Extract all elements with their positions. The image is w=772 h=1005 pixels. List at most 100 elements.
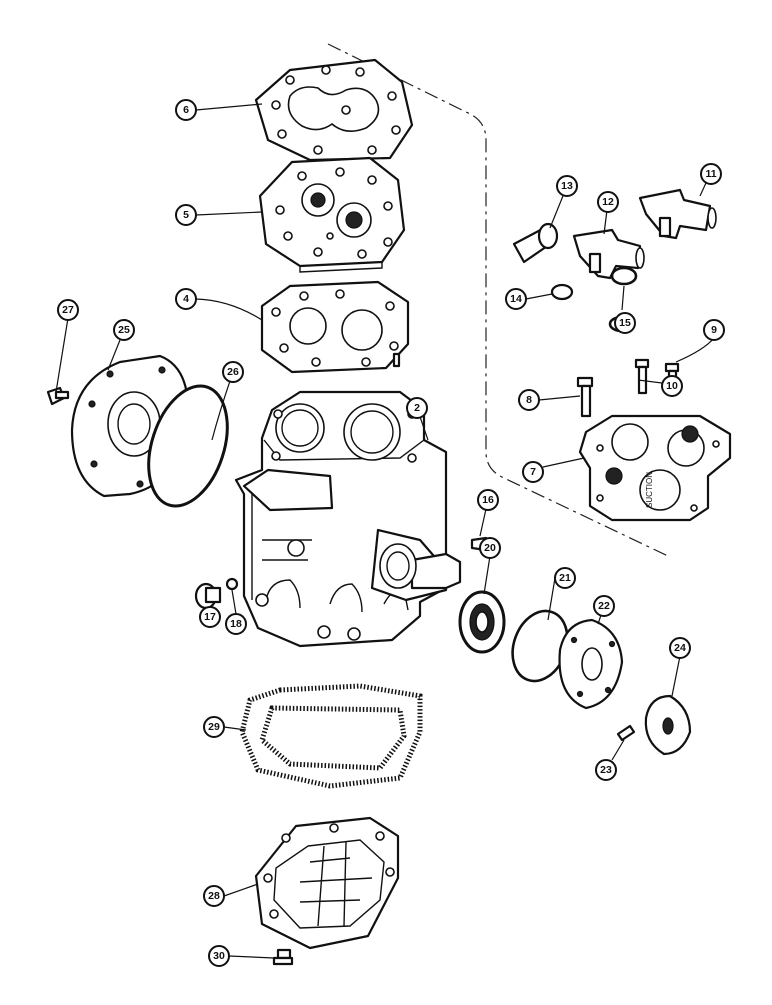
part-23-screw	[616, 724, 636, 742]
callout-12: 12	[597, 191, 619, 213]
part-13-fitting	[512, 222, 559, 264]
callout-number-15: 15	[619, 317, 631, 329]
callout-circle-26	[222, 361, 244, 383]
part-8-bolt	[576, 376, 594, 418]
callout-circle-20	[479, 537, 501, 559]
callout-18: 18	[225, 613, 247, 635]
part-27-screw	[46, 386, 70, 406]
callout-number-16: 16	[482, 494, 494, 506]
callout-circle-9	[703, 319, 725, 341]
callout-circle-11	[700, 163, 722, 185]
callout-number-24: 24	[674, 642, 686, 654]
callout-circle-10	[661, 375, 683, 397]
callout-number-25: 25	[118, 324, 130, 336]
callout-number-2: 2	[414, 402, 420, 414]
part-11-fitting	[638, 188, 717, 240]
callout-number-18: 18	[230, 618, 242, 630]
callout-30: 30	[208, 945, 230, 967]
callout-number-30: 30	[213, 950, 225, 962]
callout-circle-21	[554, 567, 576, 589]
callout-16: 16	[477, 489, 499, 511]
callout-21: 21	[554, 567, 576, 589]
callout-22: 22	[593, 595, 615, 617]
part-18-o-ring	[225, 577, 239, 591]
callout-5: 5	[175, 204, 197, 226]
group-boundary-line	[327, 43, 669, 557]
part-6-gasket	[254, 58, 414, 162]
callout-number-13: 13	[561, 180, 573, 192]
part-24-dust-cover	[644, 694, 692, 756]
callout-circle-27	[57, 299, 79, 321]
part-22-seal-plate	[558, 618, 624, 710]
callout-number-27: 27	[62, 304, 74, 316]
callout-26: 26	[222, 361, 244, 383]
callout-number-17: 17	[204, 611, 216, 623]
callout-circle-17	[199, 606, 221, 628]
callout-17: 17	[199, 606, 221, 628]
part-10-bolt	[634, 358, 650, 395]
callout-circle-4	[175, 288, 197, 310]
callout-number-28: 28	[208, 890, 220, 902]
callout-circle-2	[406, 397, 428, 419]
callout-4: 4	[175, 288, 197, 310]
callout-10: 10	[661, 375, 683, 397]
callout-29: 29	[203, 716, 225, 738]
callout-number-14: 14	[510, 293, 522, 305]
callout-number-7: 7	[530, 466, 536, 478]
part-30-bolt	[272, 948, 294, 966]
callout-number-23: 23	[600, 764, 612, 776]
callout-circle-13	[556, 175, 578, 197]
callout-number-6: 6	[183, 104, 189, 116]
callout-6: 6	[175, 99, 197, 121]
callout-20: 20	[479, 537, 501, 559]
part-20-shaft-seal	[458, 590, 506, 654]
callout-8: 8	[518, 389, 540, 411]
callout-circle-5	[175, 204, 197, 226]
callout-23: 23	[595, 759, 617, 781]
callout-24: 24	[669, 637, 691, 659]
callout-circle-14	[505, 288, 527, 310]
callout-number-11: 11	[705, 168, 716, 180]
part-4-gasket	[260, 280, 410, 374]
callout-number-9: 9	[711, 324, 717, 336]
callout-25: 25	[113, 319, 135, 341]
part-26-o-ring	[147, 384, 229, 508]
callout-circle-8	[518, 389, 540, 411]
callout-circle-7	[522, 461, 544, 483]
part-29-gasket	[239, 683, 423, 789]
part-17-plug	[194, 582, 222, 610]
callout-circle-25	[113, 319, 135, 341]
callout-number-21: 21	[559, 572, 571, 584]
part-2-compressor-body	[234, 390, 462, 648]
callout-number-10: 10	[666, 380, 678, 392]
part-7-cylinder-head: SUCTION	[578, 414, 732, 522]
callout-circle-29	[203, 716, 225, 738]
callout-circle-23	[595, 759, 617, 781]
callout-number-5: 5	[183, 209, 189, 221]
callout-circle-12	[597, 191, 619, 213]
callout-14: 14	[505, 288, 527, 310]
callout-number-29: 29	[208, 721, 220, 733]
callout-circle-16	[477, 489, 499, 511]
callout-circle-18	[225, 613, 247, 635]
part-5-valve-plate	[258, 156, 406, 273]
callout-13: 13	[556, 175, 578, 197]
part-14-cap	[550, 283, 574, 301]
suction-stamp: SUCTION	[645, 472, 654, 508]
callout-7: 7	[522, 461, 544, 483]
callout-27: 27	[57, 299, 79, 321]
callout-2: 2	[406, 397, 428, 419]
callout-circle-28	[203, 885, 225, 907]
part-28-bottom-plate	[254, 816, 400, 950]
callout-11: 11	[700, 163, 722, 185]
callout-28: 28	[203, 885, 225, 907]
callout-number-4: 4	[183, 293, 189, 305]
callout-number-26: 26	[227, 366, 239, 378]
callout-15: 15	[614, 312, 636, 334]
callout-circle-15	[614, 312, 636, 334]
callout-circle-22	[593, 595, 615, 617]
callout-number-8: 8	[526, 394, 532, 406]
callout-circle-6	[175, 99, 197, 121]
